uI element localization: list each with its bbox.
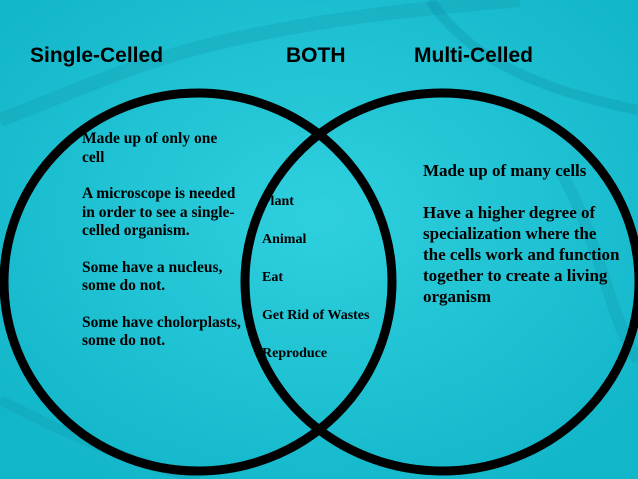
shared-trait: Plant [262, 194, 294, 209]
multi-celled-traits: Made up of many cells Have a higher degr… [423, 160, 623, 328]
single-celled-trait: Some have a nucleus, some do not. [82, 258, 223, 295]
shared-trait: Reproduce [262, 346, 328, 361]
shared-trait: Eat [262, 270, 283, 285]
multi-celled-trait: Made up of many cells [423, 161, 587, 180]
single-celled-traits: Made up of only one cell A microscope is… [82, 130, 242, 369]
left-circle [0, 88, 397, 476]
right-circle [240, 88, 638, 476]
header-multi-celled: Multi-Celled [414, 44, 533, 67]
single-celled-trait: Some have cholorplasts, some do not. [82, 313, 241, 350]
single-celled-trait: Made up of only one cell [82, 130, 218, 166]
shared-traits: Plant Animal Eat Get Rid of Wastes Repro… [262, 193, 402, 383]
shared-trait: Get Rid of Wastes [262, 308, 370, 323]
shared-trait: Animal [262, 232, 307, 247]
header-both: BOTH [286, 44, 346, 67]
multi-celled-trait: Have a higher degree of specialization w… [423, 203, 620, 306]
header-single-celled: Single-Celled [30, 44, 164, 67]
single-celled-trait: A microscope is needed in order to see a… [82, 185, 236, 239]
